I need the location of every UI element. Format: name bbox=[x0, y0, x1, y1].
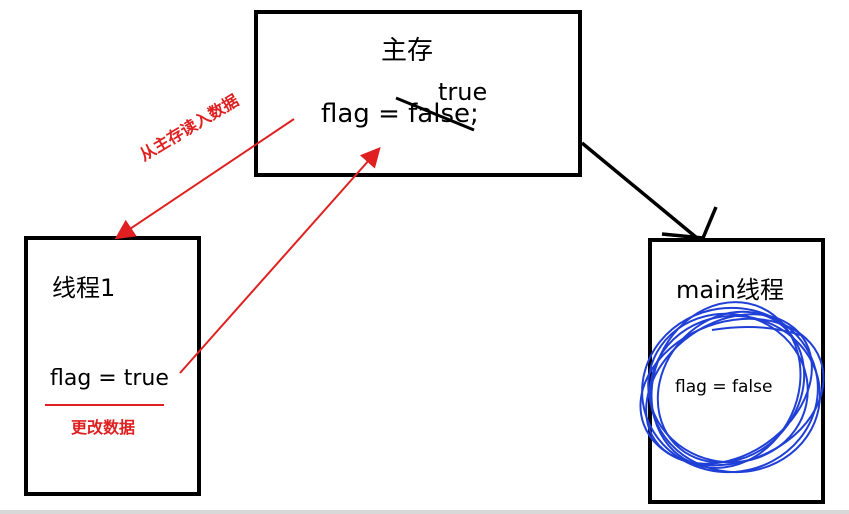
write-back-arrow bbox=[179, 147, 381, 374]
thread1-title: 线程1 bbox=[52, 274, 116, 302]
strike-line bbox=[395, 96, 475, 132]
main-thread-flag-text: flag = false bbox=[675, 377, 773, 397]
main-thread-title: main线程 bbox=[676, 276, 784, 304]
thread1-box bbox=[24, 236, 201, 496]
main-memory-flag-text: flag = false; bbox=[321, 99, 479, 129]
thread1-flag-text: flag = true bbox=[50, 366, 169, 391]
read-arrow bbox=[114, 118, 295, 240]
black-arrow-head-lower bbox=[661, 232, 704, 240]
main-memory-new-value: true bbox=[438, 78, 488, 106]
thread1-change-note: 更改数据 bbox=[71, 418, 136, 437]
main-memory-title: 主存 bbox=[381, 36, 434, 66]
bottom-edge bbox=[0, 510, 849, 514]
black-arrow-line bbox=[580, 141, 699, 240]
black-arrow-head-upper bbox=[701, 206, 718, 239]
main-memory-box bbox=[254, 10, 582, 177]
blue-scribble bbox=[639, 301, 825, 474]
